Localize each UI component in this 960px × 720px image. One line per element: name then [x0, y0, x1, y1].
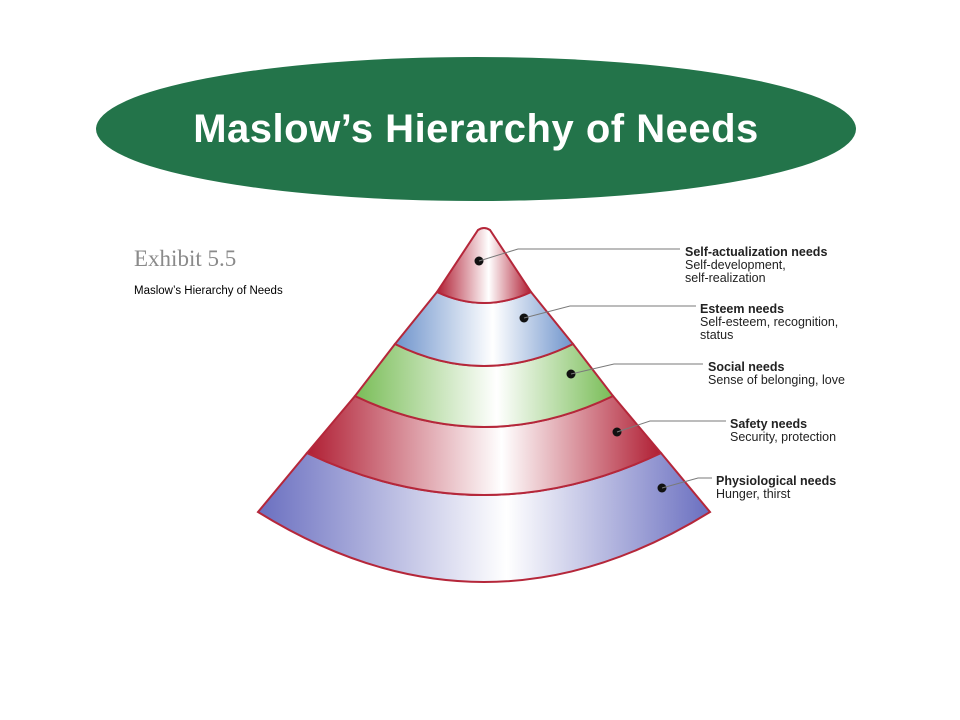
- label-physiological: Physiological needs Hunger, thirst: [716, 474, 837, 501]
- leader-self-actualization: [478, 248, 680, 262]
- exhibit-caption: Maslow’s Hierarchy of Needs: [134, 285, 283, 297]
- label-safety: Safety needs Security, protection: [730, 417, 837, 444]
- label-self-actualization: Self-actualization needs Self-developmen…: [685, 245, 828, 285]
- exhibit-number: Exhibit 5.5: [134, 246, 237, 271]
- tier-self-actualization: [435, 227, 533, 304]
- label-social: Social needs Sense of belonging, love: [708, 360, 845, 387]
- label-esteem: Esteem needs Self-esteem, recognition, s…: [700, 302, 839, 342]
- leader-esteem: [523, 305, 696, 319]
- leader-safety: [616, 420, 726, 433]
- leader-physiological: [661, 477, 712, 489]
- slide-title: Maslow’s Hierarchy of Needs: [193, 106, 759, 151]
- title-banner: Maslow’s Hierarchy of Needs: [96, 57, 856, 201]
- leader-social: [570, 363, 703, 375]
